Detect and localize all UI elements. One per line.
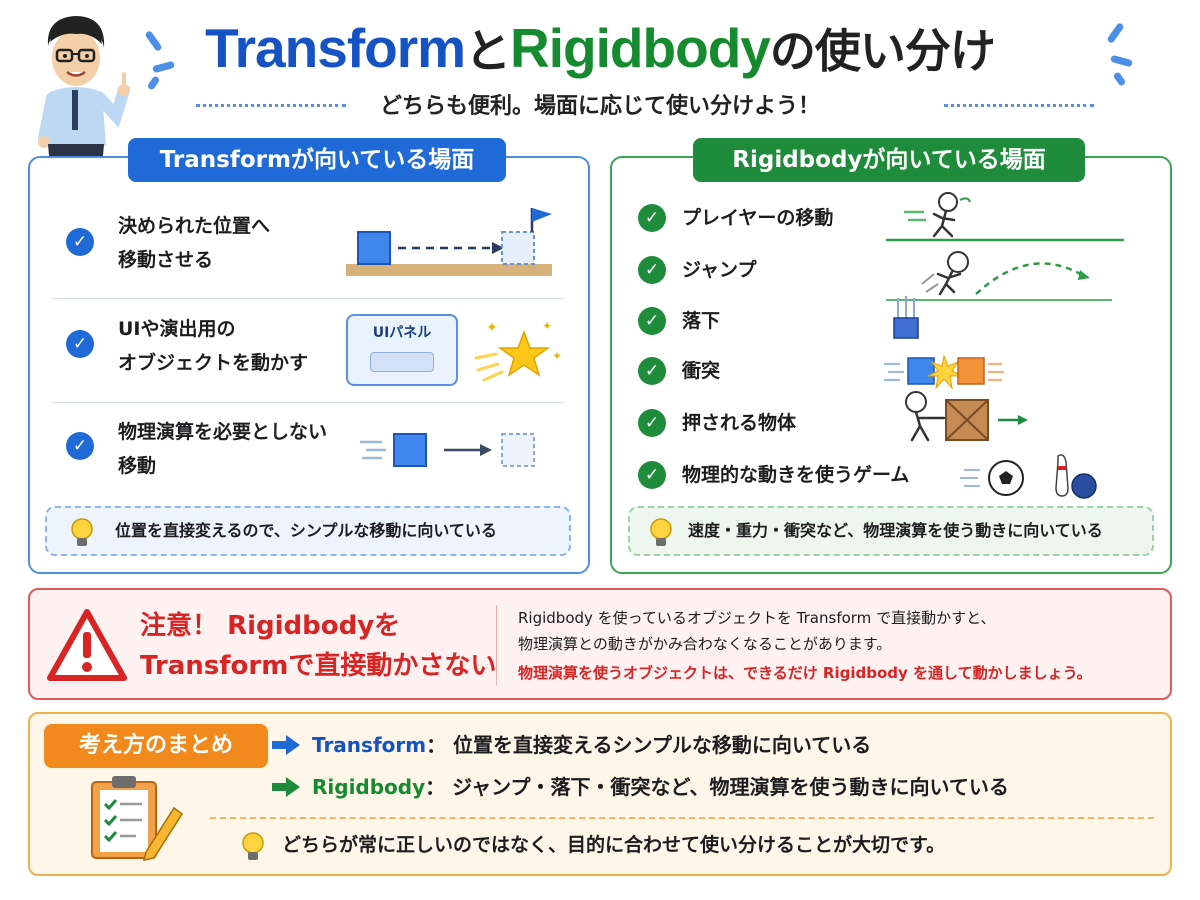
summary-transform-desc: ： 位置を直接変えるシンプルな移動に向いている bbox=[426, 733, 872, 757]
rigidbody-item-1: プレイヤーの移動 bbox=[682, 207, 834, 229]
transform-item-1-line1: 決められた位置へ bbox=[118, 215, 271, 237]
summary-rigidbody-desc: ： ジャンプ・落下・衝突など、物理演算を使う動きに向いている bbox=[425, 775, 1009, 799]
rigidbody-item-4: 衝突 bbox=[682, 360, 721, 382]
rigidbody-item-3: 落下 bbox=[682, 310, 721, 332]
transform-item-2-line2: オブジェクトを動かす bbox=[118, 352, 309, 374]
game-balls-illustration bbox=[960, 454, 1097, 499]
check-circle-icon: ✓ bbox=[638, 357, 666, 385]
collision-illustration bbox=[884, 354, 1004, 390]
title-connector: と bbox=[465, 24, 511, 78]
subtitle-left-divider bbox=[196, 104, 346, 107]
page-subtitle: どちらも便利。場面に応じて使い分けよう！ bbox=[379, 94, 820, 119]
ui-panel-illustration: UIパネル bbox=[346, 314, 458, 386]
check-circle-icon: ✓ bbox=[638, 307, 666, 335]
rigidbody-item-5: 押される物体 bbox=[682, 412, 797, 434]
warning-triangle-icon bbox=[47, 609, 127, 681]
check-circle-icon: ✓ bbox=[638, 409, 666, 437]
svg-text:✦: ✦ bbox=[542, 319, 552, 333]
row-divider bbox=[52, 298, 564, 299]
transform-item-3-line1: 物理演算を必要としない bbox=[118, 421, 328, 443]
rigidbody-item-2: ジャンプ bbox=[682, 259, 757, 281]
pushing-box-illustration bbox=[905, 391, 1028, 442]
rigidbody-tip-text: 速度・重力・衝突など、物理演算を使う動きに向いている bbox=[688, 521, 1103, 540]
summary-divider bbox=[210, 817, 1154, 819]
light-bulb-icon bbox=[242, 832, 264, 860]
transform-item-1-line2: 移動させる bbox=[118, 249, 214, 271]
title-rigidbody: Rigidbody bbox=[510, 17, 771, 79]
transform-tip-text: 位置を直接変えるので、シンプルな移動に向いている bbox=[115, 521, 497, 540]
clipboard-checklist-icon bbox=[91, 776, 184, 861]
summary-transform-line: Transform： 位置を直接変えるシンプルな移動に向いている bbox=[312, 729, 871, 761]
summary-transform-name: Transform bbox=[312, 733, 427, 757]
svg-text:✦: ✦ bbox=[486, 320, 498, 336]
summary-label: 考え方のまとめ bbox=[44, 724, 268, 768]
svg-text:✦: ✦ bbox=[552, 349, 562, 363]
simple-move-illustration bbox=[360, 433, 535, 467]
warning-line-2: 物理演算との動きがかみ合わなくなることがあります。 bbox=[518, 635, 892, 653]
move-to-flag-illustration bbox=[346, 208, 552, 276]
transform-item-2-line1: UIや演出用の bbox=[118, 318, 236, 340]
warning-title-line1: 注意！ Rigidbodyを bbox=[140, 606, 400, 646]
rigidbody-tip: 速度・重力・衝突など、物理演算を使う動きに向いている bbox=[628, 506, 1154, 556]
star-effect-icon: ✦ ✦ ✦ bbox=[474, 319, 562, 382]
row-divider bbox=[52, 402, 564, 403]
warning-title-prefix: 注意！ bbox=[140, 611, 219, 641]
check-circle-icon: ✓ bbox=[66, 228, 94, 256]
running-player-illustration bbox=[886, 192, 1124, 242]
title-suffix: の使い分け bbox=[769, 24, 996, 78]
page-title: TransformとRigidbodyの使い分け bbox=[0, 8, 1200, 88]
right-arrow-icon bbox=[272, 735, 300, 755]
ui-panel-label: UIパネル bbox=[372, 325, 432, 341]
check-circle-icon: ✓ bbox=[638, 204, 666, 232]
falling-block-icon bbox=[893, 296, 919, 339]
subtitle-right-divider bbox=[944, 104, 1094, 107]
jumping-player-illustration bbox=[886, 251, 1112, 301]
summary-rigidbody-name: Rigidbody bbox=[312, 775, 426, 799]
check-circle-icon: ✓ bbox=[638, 256, 666, 284]
right-arrow-icon bbox=[272, 777, 300, 797]
warning-title-line2: Transformで直接動かさない bbox=[140, 651, 497, 681]
check-circle-icon: ✓ bbox=[638, 461, 666, 489]
ui-panel-field bbox=[370, 352, 434, 372]
rigidbody-panel-heading: Rigidbodyが向いている場面 bbox=[693, 138, 1085, 182]
summary-note: どちらが常に正しいのではなく、目的に合わせて使い分けることが大切です。 bbox=[282, 834, 946, 856]
check-circle-icon: ✓ bbox=[66, 432, 94, 460]
transform-tip: 位置を直接変えるので、シンプルな移動に向いている bbox=[45, 506, 571, 556]
warning-line-3: 物理演算を使うオブジェクトは、できるだけ Rigidbody を通して動かしまし… bbox=[518, 664, 1092, 682]
light-bulb-icon bbox=[71, 518, 93, 546]
title-transform: Transform bbox=[205, 17, 466, 79]
warning-box bbox=[28, 588, 1172, 700]
warning-divider bbox=[496, 605, 497, 685]
check-circle-icon: ✓ bbox=[66, 330, 94, 358]
transform-panel-heading: Transformが向いている場面 bbox=[128, 138, 506, 182]
light-bulb-icon bbox=[650, 518, 672, 546]
rigidbody-item-6: 物理的な動きを使うゲーム bbox=[682, 464, 910, 486]
transform-item-3-line2: 移動 bbox=[118, 455, 157, 477]
warning-line-1: Rigidbody を使っているオブジェクトを Transform で直接動かす… bbox=[518, 609, 996, 627]
summary-rigidbody-line: Rigidbody： ジャンプ・落下・衝突など、物理演算を使う動きに向いている bbox=[312, 771, 1009, 803]
warning-title-line1-rest: Rigidbodyを bbox=[227, 611, 401, 641]
